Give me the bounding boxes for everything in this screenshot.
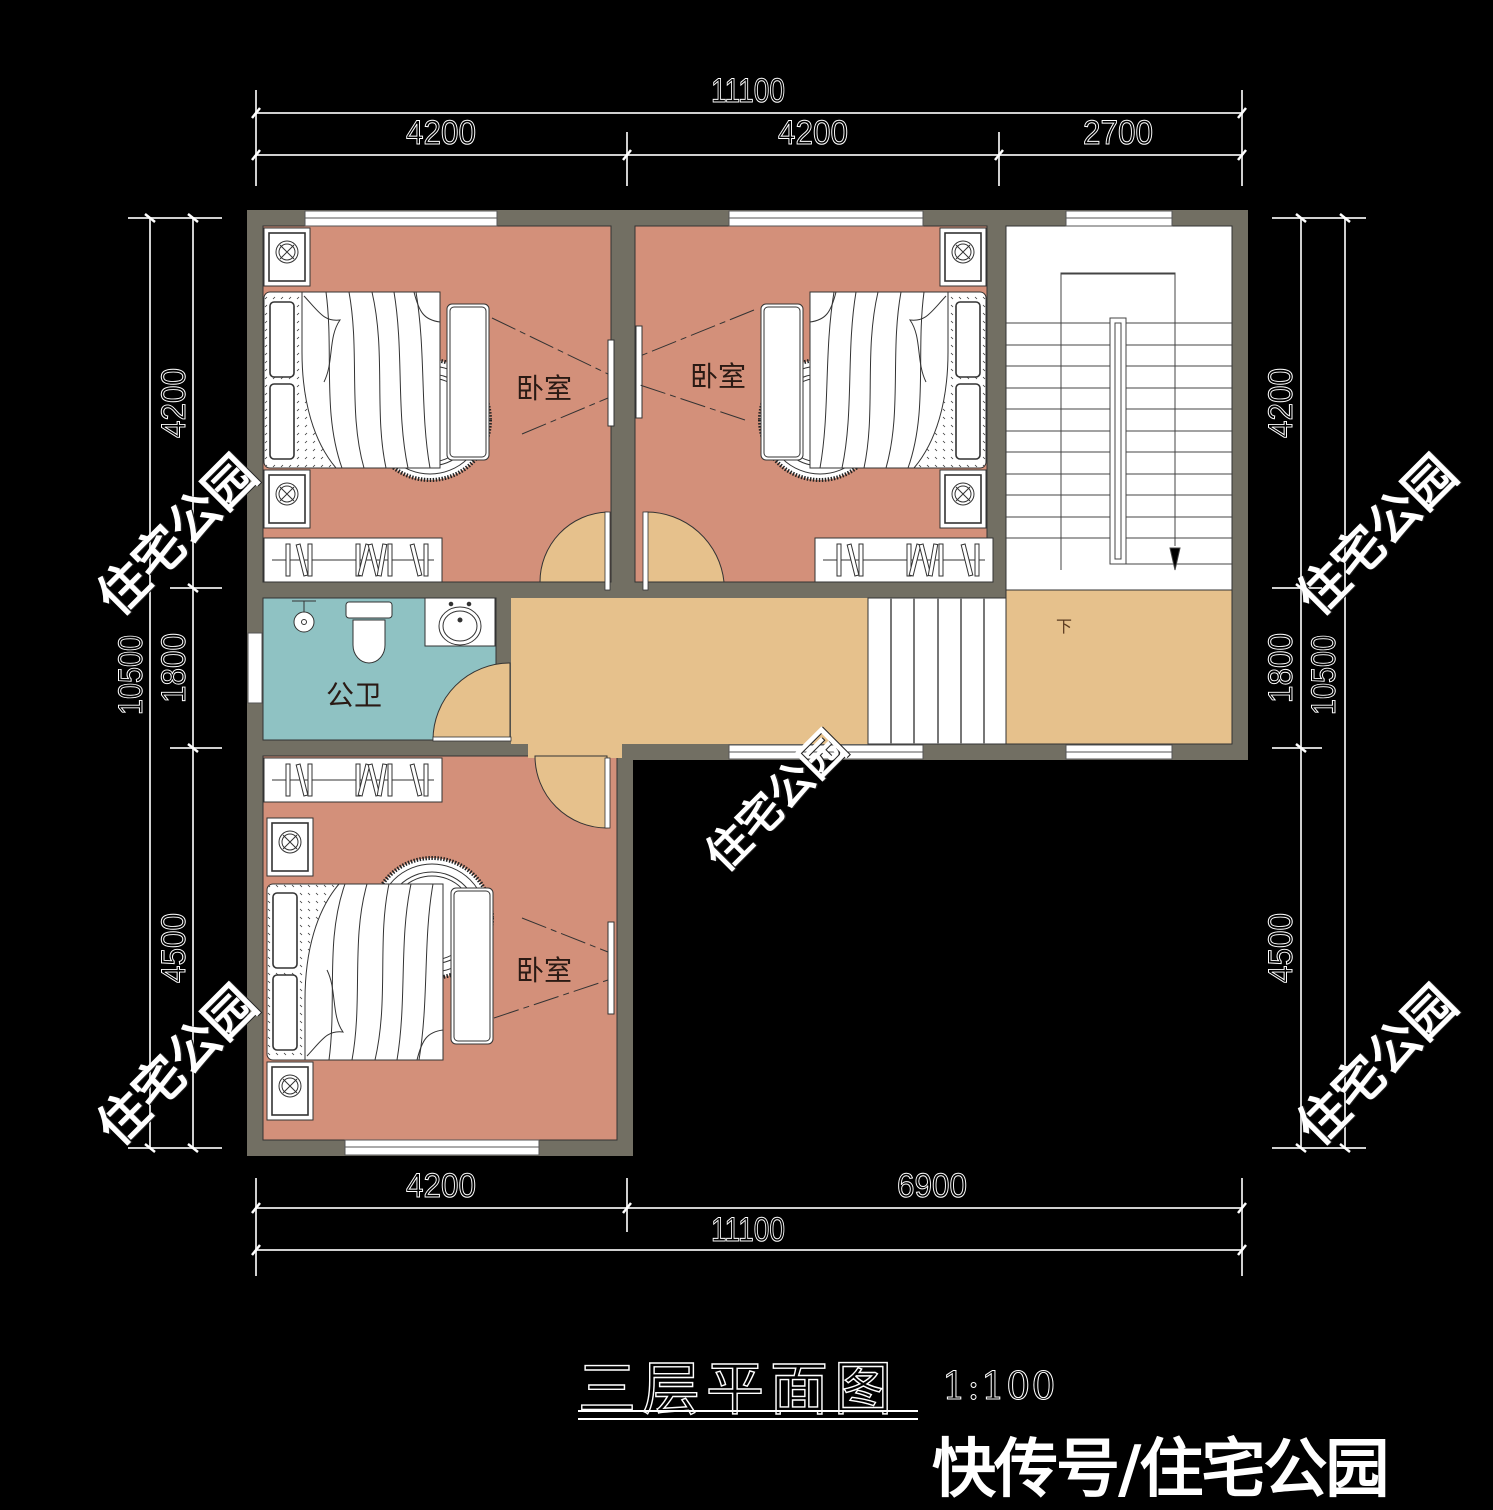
label-stair-down: 下 (1056, 617, 1072, 636)
dim-left-total: 10500 (112, 635, 150, 715)
doors (432, 511, 725, 829)
windows (247, 210, 1173, 1156)
arrow-down-icon (1169, 547, 1181, 571)
dim-left-3: 4500 (155, 913, 193, 983)
bathroom-fixtures (292, 597, 496, 664)
dimension-lines (128, 90, 1366, 1276)
tv-units (607, 325, 643, 1015)
stair-flight (1006, 272, 1232, 571)
label-bedroom-ne: 卧室 (690, 360, 746, 393)
dim-bottom-total: 11100 (711, 1211, 785, 1249)
drawing-scale: 1:100 (942, 1364, 1057, 1409)
dim-right-total: 10500 (1305, 635, 1343, 715)
title-underline (578, 1410, 918, 1420)
dim-right-3: 4500 (1262, 913, 1300, 983)
tv-sightlines (491, 309, 755, 1019)
dim-top-total: 11100 (711, 72, 785, 110)
dim-top-1: 4200 (406, 114, 476, 152)
wardrobe-ne (814, 537, 994, 583)
room-labels: 卧室 卧室 公卫 卧室 下 (326, 360, 1072, 987)
label-bathroom: 公卫 (326, 679, 382, 712)
dim-right-1: 4200 (1262, 368, 1300, 438)
dim-left-2: 1800 (155, 633, 193, 703)
label-bedroom-sw: 卧室 (516, 954, 572, 987)
dim-right-2: 1800 (1262, 633, 1300, 703)
dim-bottom-2: 6900 (897, 1167, 967, 1205)
dim-left-1: 4200 (155, 368, 193, 438)
dim-top-2: 4200 (778, 114, 848, 152)
dim-top-3: 2700 (1083, 114, 1153, 152)
corridor-spine (528, 598, 622, 758)
label-bedroom-nw: 卧室 (516, 372, 572, 405)
dim-bottom-1: 4200 (406, 1167, 476, 1205)
dimension-labels: 11100 4200 4200 2700 4200 6900 11100 420… (112, 72, 1344, 1250)
drawing-title: 三层平面图 (577, 1354, 899, 1423)
dimension-ticks (144, 107, 1351, 1256)
credit-caption: 快传号/住宅公园 (932, 1433, 1389, 1507)
